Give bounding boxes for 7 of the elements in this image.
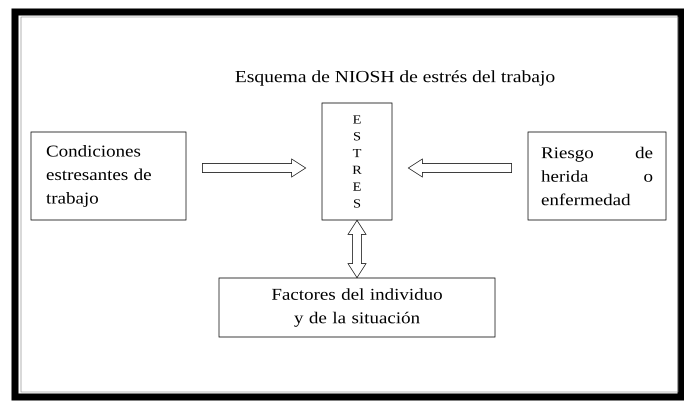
text-box: Riesgo de herida o enfermedad <box>528 132 666 220</box>
block-arrow <box>202 158 306 178</box>
text-box: Factores del individuo y de la situación <box>218 278 496 338</box>
text-box: Condiciones estresantes de trabajo <box>30 132 186 220</box>
stacked-letter-box: ESTRES <box>322 102 392 220</box>
block-arrow <box>408 158 512 178</box>
title: Esquema de NIOSH de estrés del trabajo <box>235 70 554 86</box>
